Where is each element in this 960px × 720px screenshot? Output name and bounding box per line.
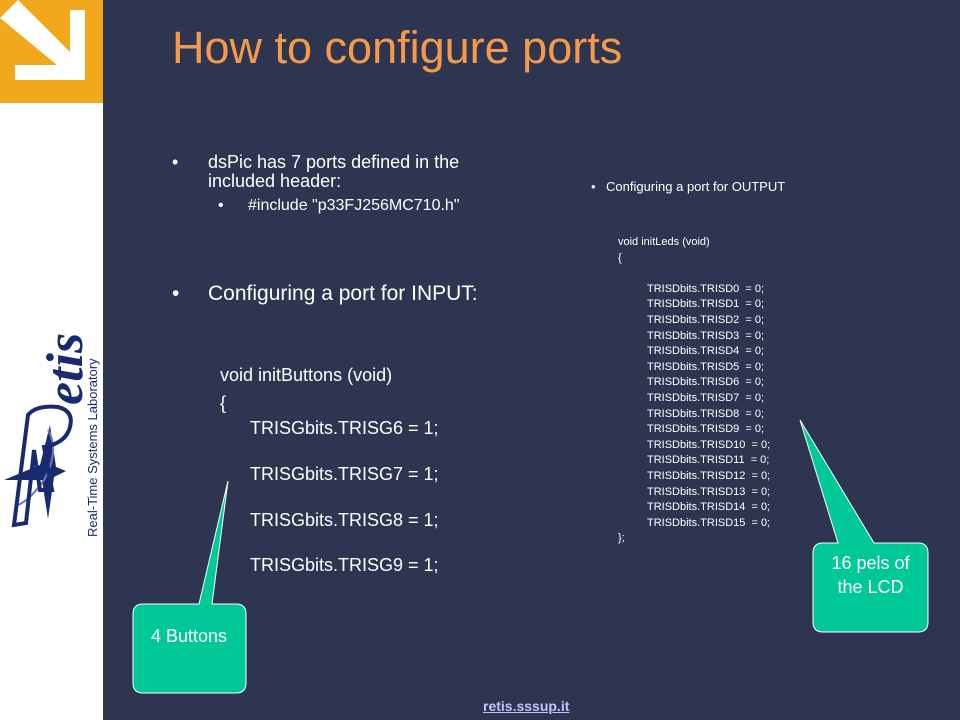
output-code-block: void initLeds (void) { TRISDbits.TRISD0 … (618, 235, 770, 547)
output-code-line: TRISDbits.TRISD11 = 0; (647, 454, 770, 467)
output-code-line: TRISDbits.TRISD2 = 0; (647, 313, 765, 326)
output-code-line: TRISDbits.TRISD3 = 0; (647, 329, 765, 342)
output-code-line: TRISDbits.TRISD6 = 0; (647, 376, 765, 389)
logo-subtitle: Real-Time Systems Laboratory (85, 358, 100, 537)
bullet-dot: • (591, 179, 596, 194)
input-heading-text: Configuring a port for INPUT: (208, 282, 478, 305)
corner-accent (0, 0, 103, 103)
input-code-line: TRISGbits.TRISG7 = 1; (250, 464, 439, 484)
output-code-line: TRISDbits.TRISD12 = 0; (647, 469, 771, 482)
output-code-line: TRISDbits.TRISD4 = 0; (647, 345, 765, 358)
footer-link[interactable]: retis.sssup.it (483, 698, 570, 714)
output-heading-text: Configuring a port for OUTPUT (606, 179, 786, 194)
output-code-line: TRISDbits.TRISD7 = 0; (647, 391, 765, 404)
input-code-signature: void initButtons (void) (220, 365, 393, 385)
bullet-dot: • (218, 197, 224, 214)
bullet-dot: • (172, 282, 180, 305)
output-code-line: TRISDbits.TRISD0 = 0; (647, 282, 765, 295)
output-code-line: TRISDbits.TRISD5 = 0; (647, 360, 765, 373)
output-code-line: TRISDbits.TRISD15 = 0; (647, 516, 771, 529)
input-code-open-brace: { (220, 393, 227, 413)
lcd-callout-shape (799, 419, 929, 633)
left-sidebar (0, 0, 103, 720)
buttons-callout-shape (132, 480, 247, 694)
output-code-signature: void initLeds (void) (618, 236, 710, 248)
logo-wordmark: etis (37, 333, 94, 405)
output-code-line: TRISDbits.TRISD14 = 0; (647, 501, 771, 514)
include-line-text: #include "p33FJ256MC710.h" (248, 197, 460, 214)
output-code-line: TRISDbits.TRISD8 = 0; (647, 407, 765, 420)
output-code-line: TRISDbits.TRISD9 = 0; (647, 423, 765, 436)
input-code-line: TRISGbits.TRISG6 = 1; (250, 418, 439, 438)
input-code-line: TRISGbits.TRISG8 = 1; (250, 510, 439, 530)
output-code-open-brace: { (618, 251, 622, 264)
input-code-line: TRISGbits.TRISG9 = 1; (250, 555, 439, 575)
output-code-line: TRISDbits.TRISD1 = 0; (647, 298, 765, 311)
bullet-dot: • (172, 152, 179, 172)
output-code-close-brace: }; (618, 532, 625, 545)
retis-logo: etis Real-Time Systems Laboratory (0, 275, 103, 545)
slide-title: How to configure ports (172, 22, 623, 73)
output-code-line: TRISDbits.TRISD10 = 0; (647, 438, 771, 451)
output-code-line: TRISDbits.TRISD13 = 0; (647, 485, 771, 498)
ports-intro-text: dsPic has 7 ports defined in the include… (208, 152, 460, 191)
lcd-callout-text: 16 pels of the LCD (831, 553, 910, 597)
buttons-callout-text: 4 Buttons (150, 626, 228, 646)
